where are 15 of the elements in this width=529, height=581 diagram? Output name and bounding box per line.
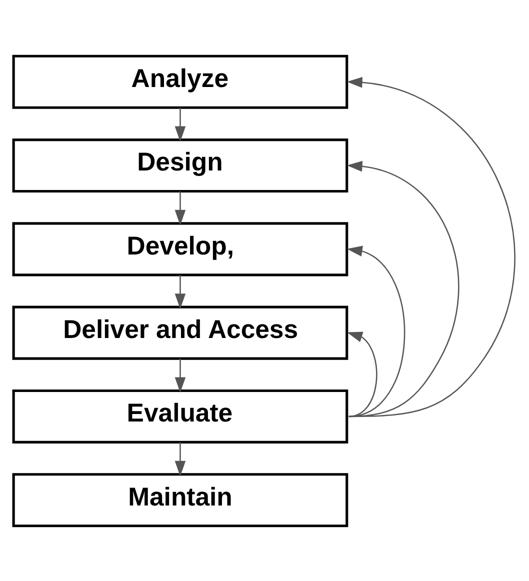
arrow [174,107,186,142]
node-box: Develop, [12,222,348,276]
node-box: Maintain [12,472,348,527]
arrow [346,245,405,417]
arrow [346,331,378,417]
node-box: Evaluate [12,388,348,443]
arrow [174,274,186,309]
node-box: Analyze [12,54,348,108]
arrow [174,358,186,392]
arrow [346,160,459,417]
arrow [174,442,186,476]
arrow [174,190,186,225]
node-box: Deliver and Access [12,305,348,360]
arrow [346,76,516,417]
node-box: Design [12,138,348,192]
